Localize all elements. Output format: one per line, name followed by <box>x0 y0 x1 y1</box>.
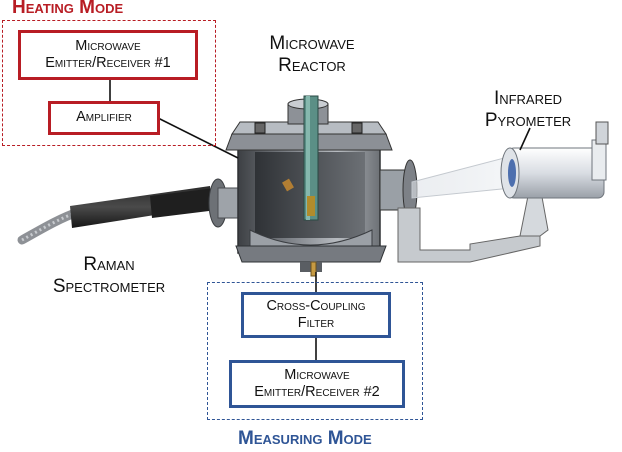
infrared-pyrometer-label: Infrared Pyrometer <box>468 88 588 132</box>
cross-coupling-filter-box: Cross-Coupling Filter <box>241 292 391 338</box>
measuring-mode-title: Measuring Mode <box>238 428 372 449</box>
emitter1-line1: Microwave <box>75 37 141 54</box>
pyrometer-label-line1: Infrared <box>493 88 563 109</box>
raman-label-line2: Spectrometer <box>52 275 166 297</box>
emitter2-line1: Microwave <box>284 366 350 383</box>
reactor-label-line2: Reactor <box>278 54 346 76</box>
pyrometer-label-line2: Pyrometer <box>484 109 572 131</box>
amplifier-label: Amplifier <box>76 109 132 126</box>
filter-line1: Cross-Coupling <box>266 297 366 314</box>
microwave-emitter-receiver-1: Microwave Emitter/Receiver #1 <box>18 30 198 80</box>
amplifier-reactor-line <box>157 117 239 159</box>
amplifier-box: Amplifier <box>48 101 160 135</box>
filter-line2: Filter <box>297 315 335 331</box>
microwave-emitter-receiver-2: Microwave Emitter/Receiver #2 <box>229 360 405 408</box>
heating-mode-title: Heating Mode <box>12 0 124 18</box>
measuring-mode-region <box>207 282 423 420</box>
raman-spectrometer-label: Raman Spectrometer <box>34 254 184 298</box>
raman-label-line1: Raman <box>83 254 135 275</box>
emitter2-line2: Emitter/Receiver #2 <box>254 384 380 400</box>
emitter1-line2: Emitter/Receiver #1 <box>45 55 171 71</box>
microwave-reactor-label: Microwave Reactor <box>252 33 372 77</box>
reactor-label-line1: Microwave <box>269 33 355 54</box>
heating-mode-region <box>2 20 216 146</box>
pyrometer-pointer-line <box>519 127 531 151</box>
